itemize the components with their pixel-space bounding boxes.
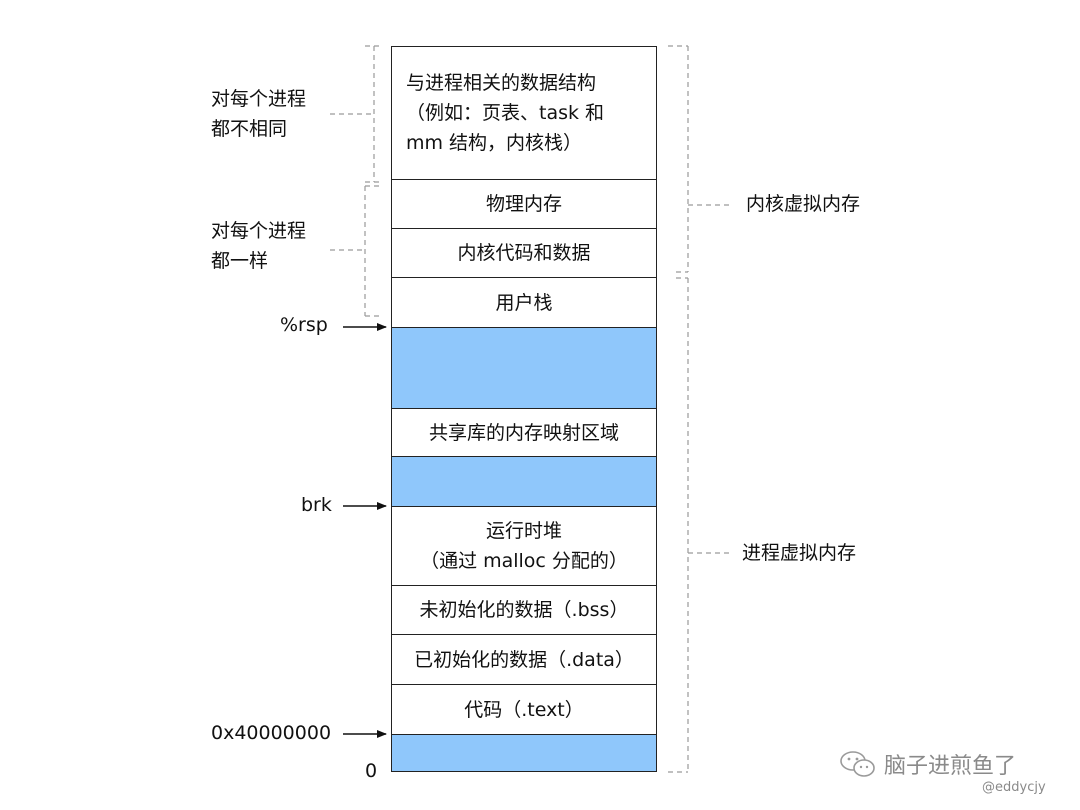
bss-label: 未初始化的数据（.bss） [419,599,629,621]
label-per-process-same: 对每个进程 都一样 [211,216,306,276]
stack-heap-gap-region [391,327,657,408]
kernel-vm-label: 内核虚拟内存 [746,193,861,215]
wechat-logo-icon [840,751,875,777]
heap-gap-region [391,456,657,506]
data-label: 已初始化的数据（.data） [414,648,634,671]
watermark-handle: @eddycjy [982,780,1046,795]
bss-cell: 未初始化的数据（.bss） [391,585,657,634]
label-per-process-same-line-2: 都一样 [211,250,269,272]
text-label: 代码（.text） [464,698,584,721]
watermark: 脑子进煎鱼了 [838,748,1016,780]
left-bracket-same [330,185,382,317]
start-address-label: 0x40000000 [211,722,332,744]
reserved-bottom-region [391,734,657,772]
user-stack-label: 用户栈 [495,291,553,314]
kernel-struct-line-1: 与进程相关的数据结构 [406,72,597,94]
zero-address-label: 0 [365,760,378,782]
kernel-struct-line-2: （例如：页表、task 和 [406,102,605,124]
shared-lib-cell: 共享库的内存映射区域 [391,408,657,456]
left-bracket-different [330,45,382,183]
physical-memory-label: 物理内存 [485,193,562,215]
rsp-label: %rsp [280,314,328,336]
right-bracket-kernel [668,45,730,273]
kernel-struct-cell: 与进程相关的数据结构 （例如：页表、task 和 mm 结构，内核栈） [391,46,657,179]
kernel-struct-line-3: mm 结构，内核栈） [406,132,583,154]
user-stack-cell: 用户栈 [391,277,657,327]
data-cell: 已初始化的数据（.data） [391,634,657,684]
process-vm-label: 进程虚拟内存 [742,542,857,564]
watermark-channel: 脑子进煎鱼了 [884,754,1017,779]
kernel-code-cell: 内核代码和数据 [391,228,657,277]
label-per-process-different-line-2: 都不相同 [211,118,288,140]
brk-label: brk [301,494,332,516]
label-per-process-different: 对每个进程 都不相同 [211,84,306,144]
physical-memory-cell: 物理内存 [391,179,657,228]
kernel-code-label: 内核代码和数据 [457,242,591,264]
text-cell: 代码（.text） [391,684,657,734]
heap-cell: 运行时堆 （通过 malloc 分配的） [391,506,657,585]
shared-lib-label: 共享库的内存映射区域 [428,421,619,444]
heap-line-2: （通过 malloc 分配的） [420,550,628,572]
label-per-process-different-line-1: 对每个进程 [211,88,307,110]
right-bracket-process [668,277,730,773]
label-per-process-same-line-1: 对每个进程 [211,220,307,242]
heap-line-1: 运行时堆 [485,520,562,542]
